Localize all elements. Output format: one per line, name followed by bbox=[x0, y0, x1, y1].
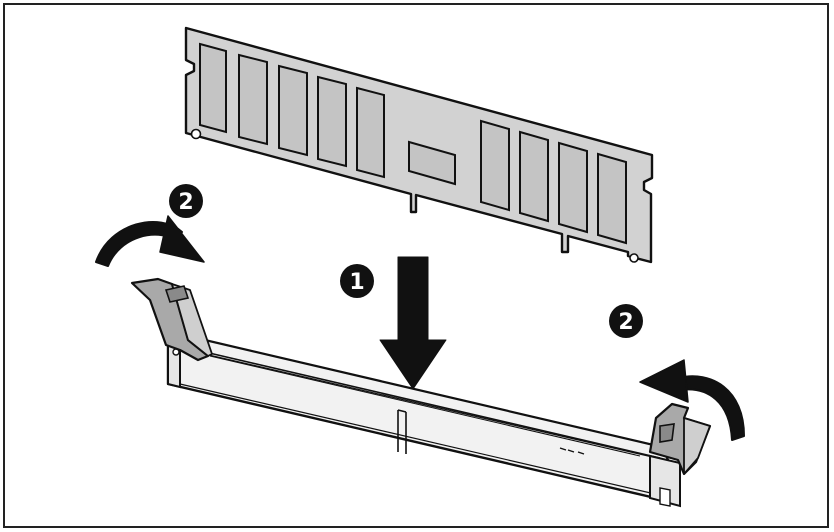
slot-key bbox=[397, 409, 407, 454]
right-latch bbox=[648, 402, 712, 476]
right-curved-arrow bbox=[639, 359, 745, 441]
left-latch-lever bbox=[130, 277, 210, 362]
slot-right-end-detail bbox=[659, 487, 671, 507]
left-curved-arrow-head bbox=[159, 215, 205, 263]
memory-module bbox=[184, 26, 654, 264]
left-latch bbox=[130, 277, 213, 362]
slot-right-end bbox=[649, 454, 681, 508]
memory-chip bbox=[519, 130, 549, 223]
right-latch-face bbox=[683, 417, 711, 475]
step-2-right-circle bbox=[609, 304, 643, 338]
slot-groove-inner bbox=[209, 355, 641, 457]
memory-chip bbox=[558, 141, 588, 234]
module-hole-right bbox=[629, 253, 639, 263]
step-2-left-label: 2 bbox=[178, 190, 193, 215]
step-2-left-circle bbox=[169, 184, 203, 218]
step-2-right-label: 2 bbox=[618, 310, 633, 335]
diagram-frame bbox=[3, 3, 829, 528]
right-latch-tab bbox=[659, 423, 675, 443]
dimm-slot bbox=[166, 338, 681, 508]
module-hole-left bbox=[190, 128, 202, 140]
memory-chip bbox=[238, 53, 268, 146]
memory-chip bbox=[480, 119, 510, 212]
left-latch-face bbox=[171, 283, 213, 357]
left-latch-tab bbox=[164, 285, 190, 303]
step-badge-2-left: 2 bbox=[169, 184, 203, 218]
slot-bottom-edge bbox=[179, 383, 669, 498]
step-1-label: 1 bbox=[349, 270, 364, 295]
left-curved-arrow-shaft bbox=[95, 221, 183, 267]
module-chips-left bbox=[199, 42, 385, 179]
step-badge-1: 1 bbox=[340, 264, 374, 298]
memory-chip bbox=[278, 64, 308, 157]
memory-chip bbox=[597, 152, 627, 245]
right-curved-arrow-head bbox=[639, 359, 689, 403]
module-spd-chip bbox=[408, 140, 456, 186]
left-curved-arrow bbox=[95, 215, 205, 267]
memory-chip bbox=[199, 42, 227, 134]
insert-down-arrow bbox=[379, 256, 447, 390]
slot-contacts bbox=[559, 447, 585, 455]
module-chips-right bbox=[480, 119, 627, 245]
slot-groove bbox=[204, 351, 661, 459]
step-badge-2-right: 2 bbox=[609, 304, 643, 338]
memory-chip bbox=[356, 86, 385, 179]
step-1-circle bbox=[340, 264, 374, 298]
memory-chip bbox=[317, 75, 347, 168]
